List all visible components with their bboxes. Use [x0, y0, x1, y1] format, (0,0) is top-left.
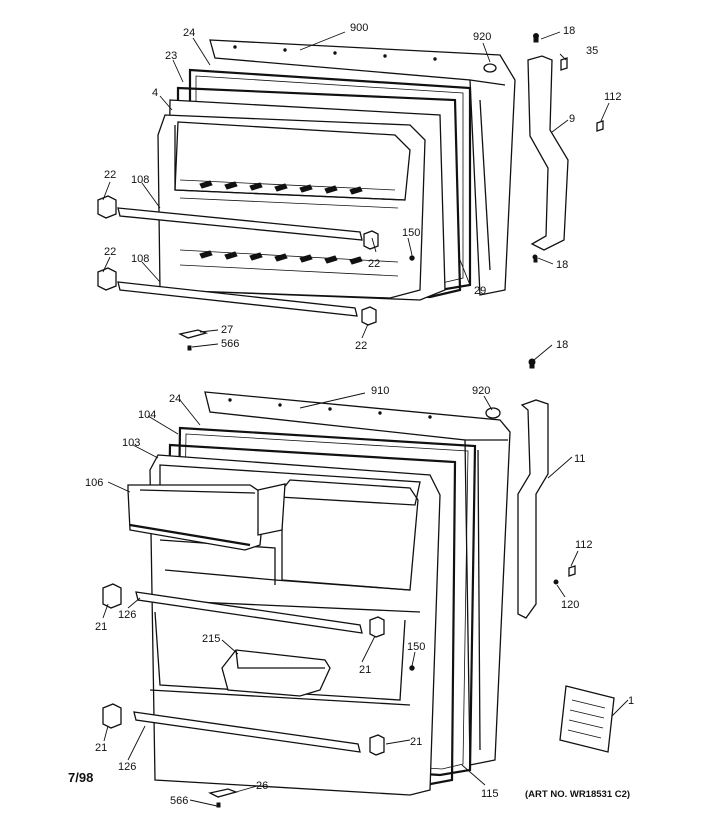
callout-21-b: 21: [359, 664, 371, 676]
art-number: (ART NO. WR18531 C2): [525, 789, 630, 800]
leader-lines: [102, 31, 629, 807]
callout-103: 103: [122, 437, 140, 449]
callout-24: 24: [183, 27, 195, 39]
callout-29: 29: [474, 285, 486, 297]
callout-126-b: 126: [118, 761, 136, 773]
callout-18-top: 18: [563, 25, 575, 37]
footer: 7/98 (ART NO. WR18531 C2): [68, 770, 630, 800]
handle-9: [527, 55, 569, 251]
callout-27: 27: [221, 324, 233, 336]
manual-1: [559, 685, 615, 753]
callout-35: 35: [586, 45, 598, 57]
callout-11: 11: [574, 453, 585, 465]
callout-108-b: 108: [131, 253, 149, 265]
callout-4: 4: [152, 87, 158, 99]
callout-150-lower: 150: [407, 641, 425, 653]
callout-900: 900: [350, 22, 368, 34]
callout-104: 104: [138, 409, 156, 421]
callout-22-b: 22: [104, 246, 116, 258]
upper-door-assembly: [97, 33, 604, 351]
callout-22-a: 22: [104, 169, 116, 181]
callout-23: 23: [165, 50, 177, 62]
lower-door-assembly: [102, 358, 615, 808]
callout-106: 106: [85, 477, 103, 489]
callout-566-lower: 566: [170, 795, 188, 807]
callout-22-d: 22: [355, 340, 367, 352]
upper-door-callouts: 900 920 24 23 4 18 35 112 9 22 108 22 10…: [104, 22, 622, 352]
callout-9: 9: [569, 113, 575, 125]
callout-115: 115: [481, 788, 499, 800]
callout-112: 112: [604, 91, 622, 103]
bin-215: [221, 649, 331, 697]
callout-920-lower: 920: [472, 385, 490, 397]
callout-150-upper: 150: [402, 227, 420, 239]
callout-24-lower: 24: [169, 393, 181, 405]
handle-11: [517, 399, 549, 619]
bin-106: [127, 484, 266, 551]
shelf-bar-126-upper: [135, 591, 363, 634]
callout-920: 920: [473, 31, 491, 43]
callout-120: 120: [561, 599, 579, 611]
shelf-bar-126-lower: [133, 711, 361, 753]
callout-910: 910: [371, 385, 389, 397]
callout-566-upper: 566: [221, 338, 239, 350]
lower-door-callouts: 18 910 920 24 104 103 106 11 112 120 21 …: [85, 339, 634, 807]
callout-215: 215: [202, 633, 220, 645]
callout-126-a: 126: [118, 609, 136, 621]
callout-22-c: 22: [368, 258, 380, 270]
date-code: 7/98: [68, 770, 93, 785]
callout-21-a: 21: [95, 621, 107, 633]
callout-108-a: 108: [131, 174, 149, 186]
callout-21-c: 21: [95, 742, 107, 754]
callout-26: 26: [256, 780, 268, 792]
shelf-bar-108-lower: [117, 281, 358, 317]
callout-112-lower: 112: [575, 539, 593, 551]
callout-1: 1: [628, 695, 634, 707]
callout-18-bottom: 18: [556, 259, 568, 271]
shelf-bar-108-upper: [117, 207, 363, 241]
callout-21-d: 21: [410, 736, 422, 748]
callout-18-lower: 18: [556, 339, 568, 351]
